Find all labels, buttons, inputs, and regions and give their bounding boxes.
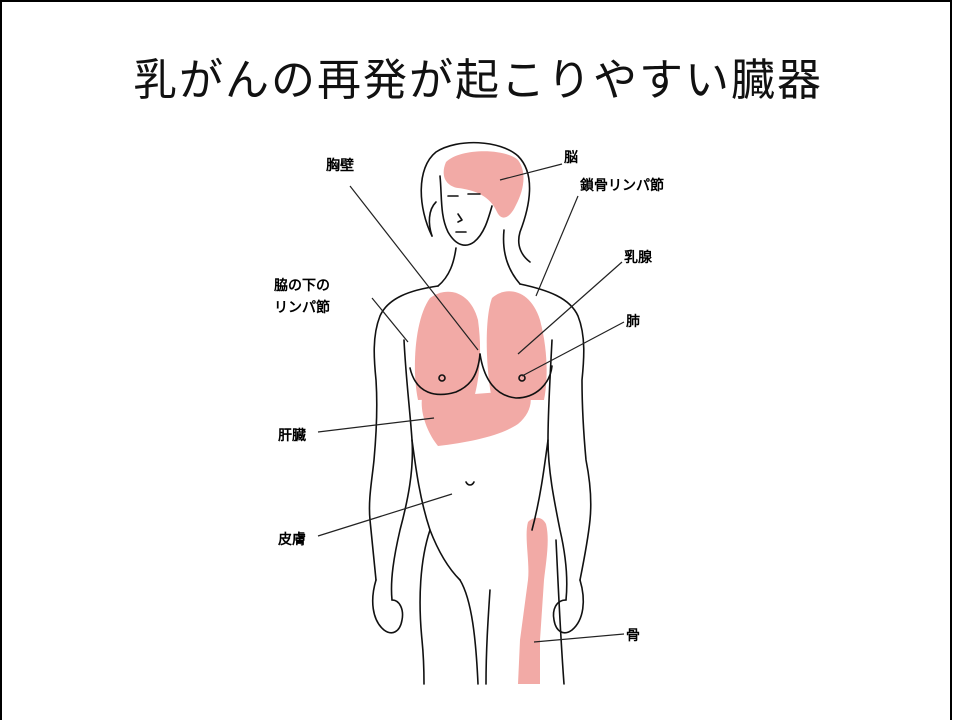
- label-liver: 肝臓: [278, 427, 306, 444]
- label-chest-wall: 胸壁: [326, 157, 354, 174]
- label-lung: 肺: [626, 314, 640, 330]
- label-bone: 骨: [626, 627, 640, 644]
- bone-region: [518, 518, 548, 684]
- label-axilla-line1: 脇の下の: [274, 277, 330, 294]
- label-mammary-gland: 乳腺: [624, 249, 653, 266]
- label-clavicle-nodes: 鎖骨リンパ節: [580, 177, 664, 194]
- highlight-regions: [415, 151, 548, 684]
- label-brain: 脳: [564, 149, 578, 166]
- brain-region: [444, 151, 524, 217]
- label-axilla-line2: リンパ節: [274, 299, 330, 316]
- label-skin: 皮膚: [277, 531, 306, 548]
- right-lung-region: [487, 291, 547, 400]
- left-lung-region: [415, 292, 480, 400]
